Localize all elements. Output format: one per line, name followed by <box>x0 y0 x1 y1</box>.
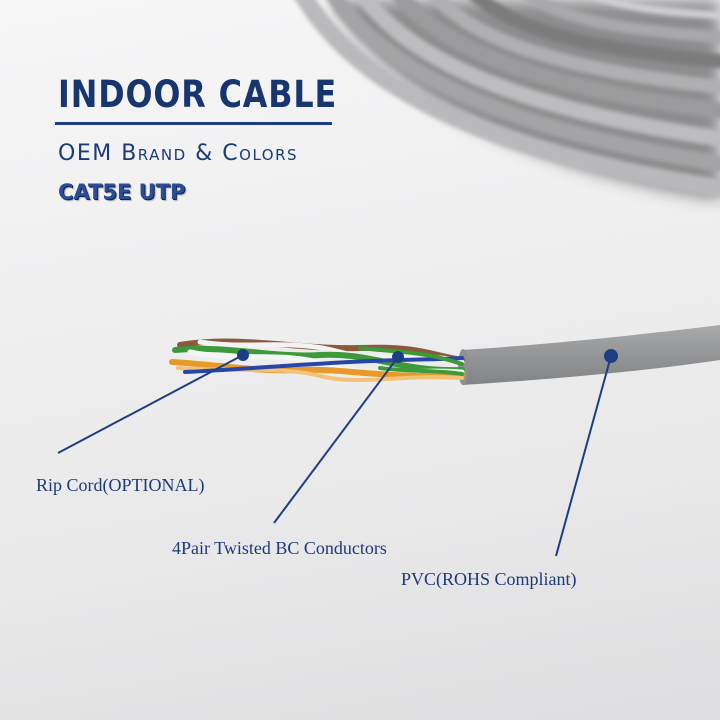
category-badge: CAT5E UTP <box>58 180 186 204</box>
callout-rip-cord: Rip Cord(OPTIONAL) <box>36 475 205 495</box>
pvc-jacket <box>462 325 720 385</box>
callout-pvc-jacket: PVC(ROHS Compliant) <box>401 569 577 589</box>
subtitle: OEM Brand & Colors <box>58 141 299 166</box>
page-title: INDOOR CABLE <box>58 73 338 116</box>
title-divider <box>55 122 332 125</box>
callout-conductors: 4Pair Twisted BC Conductors <box>172 538 387 558</box>
